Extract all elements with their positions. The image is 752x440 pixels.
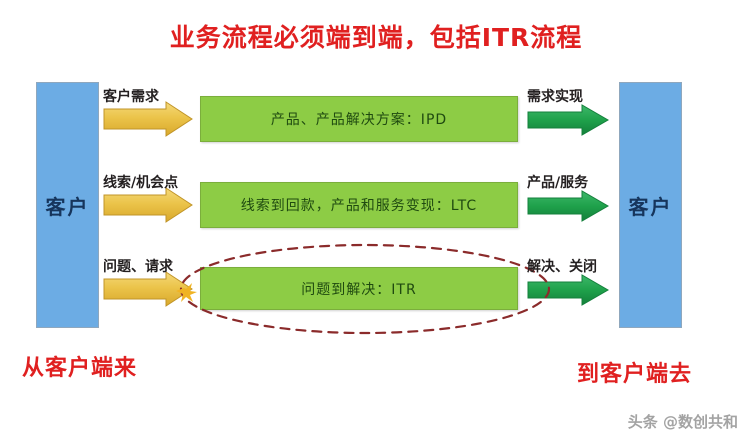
process-box-itr-label: 问题到解决：ITR — [301, 281, 417, 298]
caption-demand-fulfilled: 需求实现 — [527, 89, 583, 105]
caption-issue-request: 问题、请求 — [103, 259, 173, 275]
outbound-arrow-1-icon — [527, 104, 610, 136]
page-title: 业务流程必须端到端，包括ITR流程 — [169, 23, 583, 52]
process-box-ipd: 产品、产品解决方案：IPD — [200, 96, 518, 142]
bottom-label-to-customer: 到客户端去 — [577, 362, 693, 387]
caption-product-service: 产品/服务 — [527, 175, 589, 191]
outbound-arrow-2-icon — [527, 190, 610, 222]
process-box-ltc-label: 线索到回款，产品和服务变现：LTC — [240, 198, 478, 214]
caption-customer-demand: 客户需求 — [103, 89, 159, 105]
process-box-itr: 问题到解决：ITR — [200, 267, 518, 310]
inbound-arrow-3-icon — [103, 271, 193, 307]
bottom-label-from-customer: 从客户端来 — [22, 356, 138, 381]
caption-resolve-close: 解决、关闭 — [527, 259, 597, 275]
inbound-arrow-2-icon — [103, 187, 193, 223]
watermark: 头条 @数创共和 — [627, 413, 738, 431]
process-box-ipd-label: 产品、产品解决方案：IPD — [270, 112, 448, 128]
customer-bar-left-label: 客户 — [45, 194, 90, 219]
inbound-arrow-1-icon — [103, 101, 193, 137]
customer-bar-right-label: 客户 — [628, 194, 673, 219]
outbound-arrow-3-icon — [527, 274, 610, 306]
burst-icon — [176, 283, 197, 302]
caption-lead-opportunity: 线索/机会点 — [103, 175, 179, 191]
customer-bar-right: 客户 — [619, 82, 682, 328]
customer-bar-left: 客户 — [36, 82, 99, 328]
process-box-ltc: 线索到回款，产品和服务变现：LTC — [200, 182, 518, 228]
